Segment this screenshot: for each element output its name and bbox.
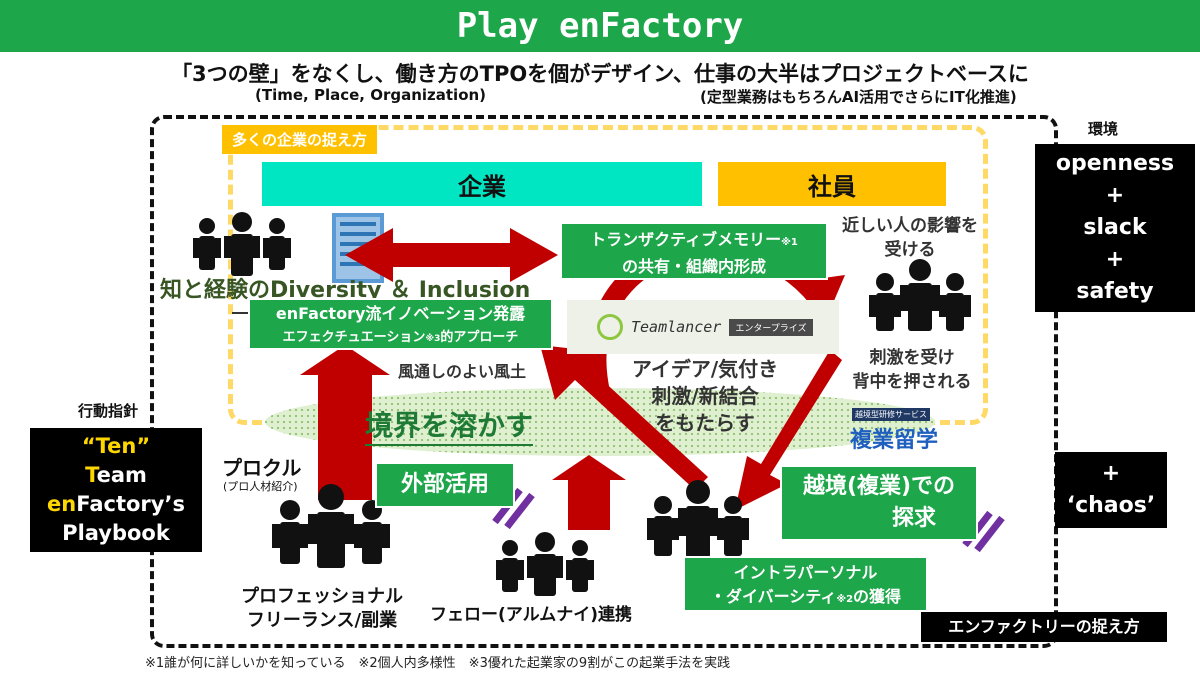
ten-label: “Ten” — [81, 434, 151, 458]
melting-boundary-cloud — [265, 388, 935, 456]
chaos-box: + ‘chaos’ — [1055, 452, 1167, 528]
people-icon-professional — [272, 484, 390, 568]
intrapersonal-line2a: ・ダイバーシティ — [709, 587, 837, 606]
environment-label: 環境 — [1088, 120, 1119, 138]
teamlancer-icon — [597, 314, 623, 340]
company-employee-arrow — [345, 228, 558, 282]
people-icon-right — [869, 259, 971, 331]
guideline-box: “Ten” Team enFactory’s Playbook — [30, 428, 202, 552]
crossborder-line2: 探求 — [891, 506, 936, 531]
employee-bar: 社員 — [718, 162, 946, 206]
innovation-line2a: エフェクチュエーション — [282, 330, 426, 345]
crossborder-line1: 越境(複業)での — [802, 474, 956, 499]
team-t: T — [85, 463, 97, 487]
stimulus-text: 刺激を受け 背中を押される — [852, 348, 972, 392]
teamlancer-logo: Teamlancer エンタープライズ — [567, 300, 839, 354]
idea-text: アイデア/気付き 刺激/新結合 をもたらす — [631, 357, 779, 435]
professional-label: プロフェッショナル フリーランス/副業 — [241, 586, 403, 631]
transactive-sup: ※1 — [781, 237, 798, 248]
teamlancer-name: Teamlancer — [631, 318, 722, 336]
employee-down-arrow — [735, 350, 842, 510]
enfactory-label: enFactory’s — [30, 490, 202, 519]
transactive-memory-box: トランザクティブメモリー※1 の共有・組織内形成 — [560, 222, 828, 280]
prokuru-label: プロクル — [222, 456, 302, 480]
company-bar: 企業 — [262, 162, 702, 206]
professional-up-arrow — [300, 345, 390, 500]
fukugyo-small-label: 越境型研修サービス — [852, 408, 930, 421]
team-label: Team — [30, 461, 202, 490]
innovation-sup: ※3 — [425, 334, 441, 344]
team-rest: eam — [96, 463, 147, 487]
fukugyo-label: 複業留学 — [850, 428, 939, 453]
idea-diagonal-arrow — [540, 345, 708, 490]
fellow-label: フェロー(アルムナイ)連携 — [430, 605, 633, 625]
subtitle: 「3つの壁」をなくし、働き方のTPOを個がデザイン、仕事の大半はプロジェクトベー… — [171, 62, 1029, 86]
guideline-label: 行動指針 — [78, 402, 139, 420]
prokuru-sub-label: (プロ人材紹介) — [223, 480, 298, 493]
it-note: (定型業務はもちろんAI活用でさらにIT化推進) — [700, 88, 1017, 106]
transactive-line1: トランザクティブメモリー — [590, 230, 782, 249]
people-icon-fellow — [496, 532, 594, 596]
playbook-label: Playbook — [62, 521, 170, 545]
open-culture-text: 風通しのよい風土 — [398, 362, 527, 381]
crossborder-box: 越境(複業)での 探求 — [780, 465, 978, 541]
teamlancer-badge: エンタープライズ — [729, 318, 813, 336]
influence-text: 近しい人の影響を 受ける — [842, 216, 978, 260]
innovation-box: enFactory流イノベーション発露 エフェクチュエーション※3的アプローチ — [248, 298, 553, 350]
company-view-tag: 多くの企業の捉え方 — [222, 125, 378, 154]
environment-box: openness + slack + safety — [1035, 144, 1195, 312]
footnote: ※1誰が何に詳しいかを知っている ※2個人内多様性 ※3優れた起業家の9割がこの… — [145, 656, 731, 671]
intrapersonal-sup: ※2 — [836, 594, 854, 605]
intrapersonal-line2b: の獲得 — [853, 587, 902, 606]
innovation-line1: enFactory流イノベーション発露 — [275, 304, 526, 323]
fellow-up-arrow — [552, 455, 626, 530]
melt-boundaries-text: 境界を溶かす — [365, 404, 534, 446]
external-use-box: 外部活用 — [375, 462, 515, 508]
people-icon-left — [193, 212, 291, 276]
en-part: en — [47, 492, 77, 516]
page-title: Play enFactory — [0, 0, 1200, 52]
factorys-part: Factory’s — [76, 492, 185, 516]
transactive-line2: の共有・組織内形成 — [621, 257, 766, 276]
enfactory-frame — [150, 115, 1058, 648]
innovation-line2b: 的アプローチ — [440, 330, 519, 345]
intrapersonal-line1: イントラパーソナル — [733, 563, 878, 582]
people-icon-crossborder — [647, 480, 749, 558]
intrapersonal-box: イントラパーソナル ・ダイバーシティ※2の獲得 — [683, 556, 928, 612]
tpo-note: (Time, Place, Organization) — [255, 86, 487, 104]
enfactory-view-tag: エンファクトリーの捉え方 — [921, 612, 1167, 642]
